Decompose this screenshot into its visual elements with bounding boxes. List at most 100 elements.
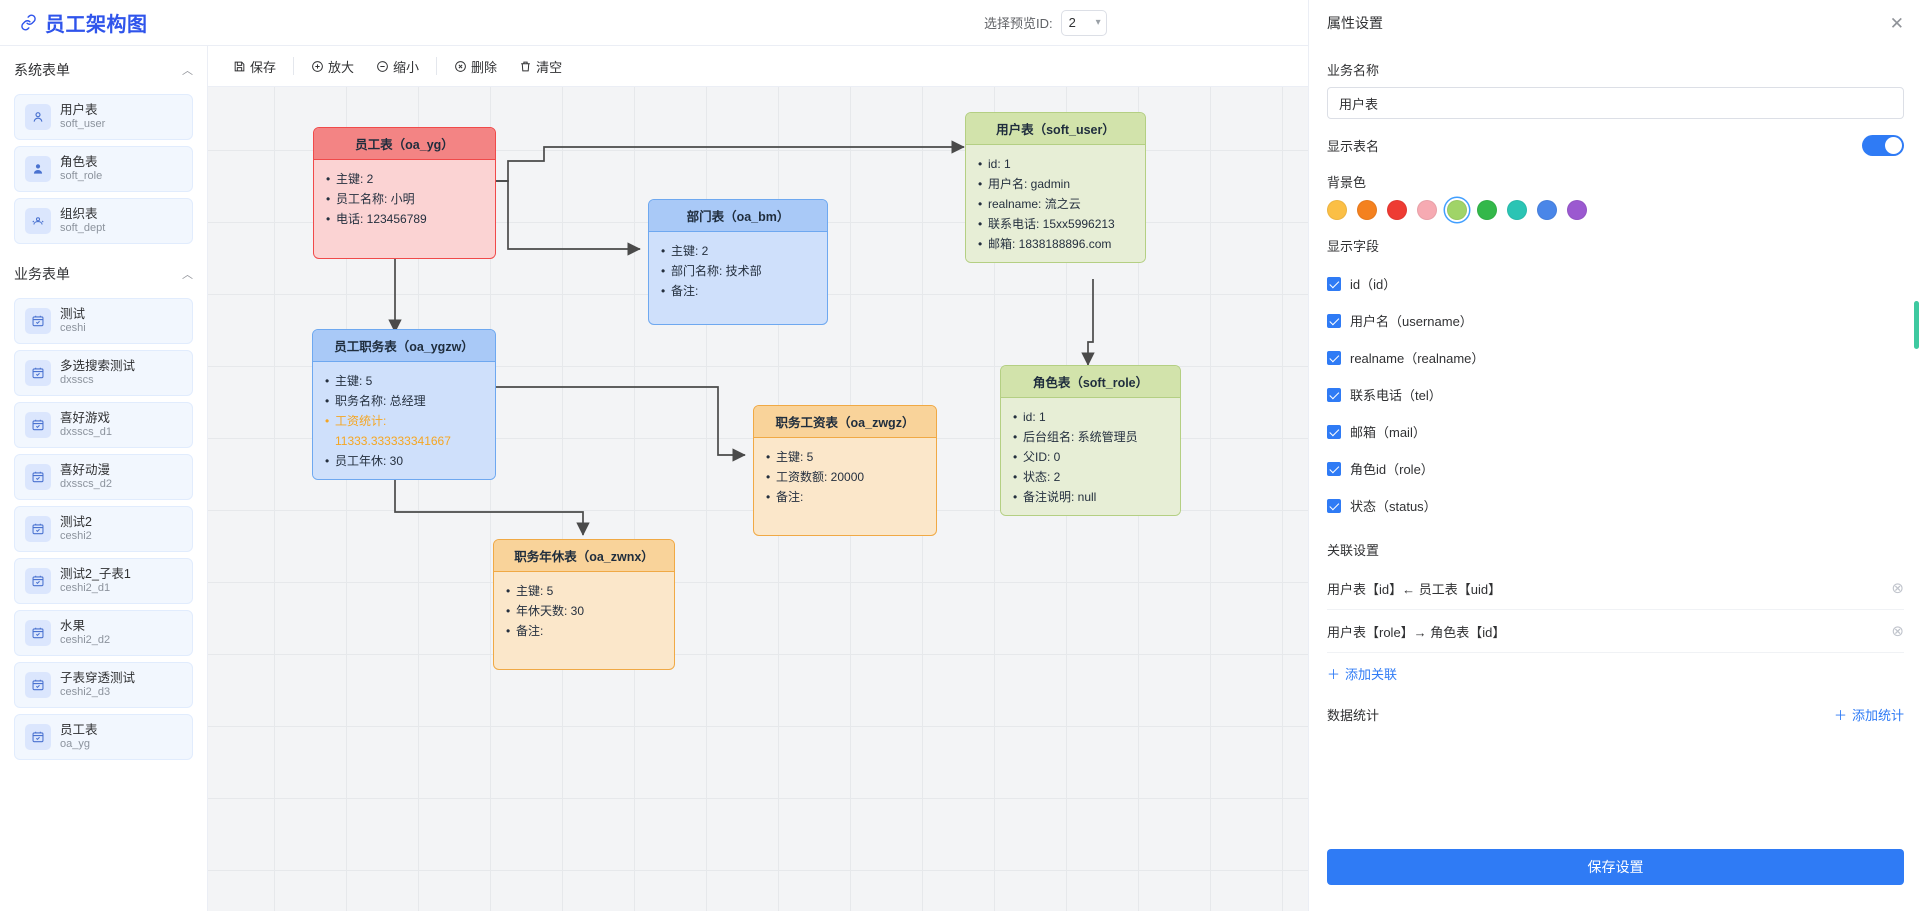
sidebar-group-business-header[interactable]: 业务表单 ︿ <box>14 250 193 298</box>
field-label: 用户名（username） <box>1350 314 1473 329</box>
node-title: 员工职务表（oa_ygzw） <box>313 330 495 362</box>
checkbox-icon[interactable] <box>1327 313 1341 328</box>
clear-button[interactable]: 清空 <box>508 53 573 79</box>
save-icon <box>234 61 245 71</box>
node-field-row: 员工年休: 30 <box>325 451 483 471</box>
diagram-node-oa-yg[interactable]: 员工表（oa_yg）主键: 2员工名称: 小明电话: 123456789 <box>312 126 496 259</box>
sidebar-item-soft-user[interactable]: 用户表 soft_user <box>14 94 193 140</box>
node-field-row: 状态: 2 <box>1013 467 1168 487</box>
field-checkbox-row-3[interactable]: 联系电话（tel） <box>1327 376 1904 413</box>
close-icon[interactable]: ✕ <box>1889 13 1904 33</box>
sidebar-item-soft-dept[interactable]: 组织表 soft_dept <box>14 198 193 244</box>
close-circle-icon[interactable]: ⊗ <box>1891 623 1904 640</box>
form-icon <box>25 672 51 698</box>
relations-section: 关联设置 用户表【id】← 员工表【uid】⊗用户表【role】→ 角色表【id… <box>1327 540 1904 683</box>
zoom-in-button-label: 放大 <box>328 59 355 75</box>
field-checkbox-row-1[interactable]: 用户名（username） <box>1327 302 1904 339</box>
preview-id-select[interactable]: 2 ▾ <box>1060 9 1107 36</box>
node-field-row: 部门名称: 技术部 <box>661 261 815 281</box>
color-swatch-0[interactable] <box>1327 200 1347 220</box>
show-table-name-row: 显示表名 <box>1327 135 1904 156</box>
color-swatch-6[interactable] <box>1507 200 1527 220</box>
show-table-name-toggle[interactable] <box>1862 135 1904 156</box>
field-checkbox-row-2[interactable]: realname（realname） <box>1327 339 1904 376</box>
color-swatch-3[interactable] <box>1417 200 1437 220</box>
diagram-node-oa-ygzw[interactable]: 员工职务表（oa_ygzw）主键: 5职务名称: 总经理工资统计:11333.3… <box>312 329 496 480</box>
node-field-row: 工资数额: 20000 <box>766 467 924 487</box>
delete-button[interactable]: 删除 <box>443 53 508 79</box>
sidebar-item-code: dxsscs_d2 <box>60 477 112 490</box>
sidebar-item-code: oa_yg <box>60 737 90 750</box>
preview-id-selector: 选择预览ID: 2 ▾ <box>984 9 1107 36</box>
top-bar: 员工架构图 选择预览ID: 2 ▾ 属性设置 ✕ <box>0 0 1920 46</box>
data-stats-label: 数据统计 <box>1327 708 1380 723</box>
form-icon <box>25 620 51 646</box>
brand: 员工架构图 <box>0 8 148 37</box>
save-button[interactable]: 保存 <box>222 53 287 79</box>
close-circle-icon[interactable]: ⊗ <box>1891 580 1904 597</box>
field-checkbox-row-0[interactable]: id（id） <box>1327 265 1904 302</box>
node-field-row: 主键: 5 <box>766 447 924 467</box>
diagram-node-oa-bm[interactable]: 部门表（oa_bm）主键: 2部门名称: 技术部备注: <box>648 199 828 325</box>
color-swatch-8[interactable] <box>1567 200 1587 220</box>
panel-scrollbar[interactable] <box>1914 301 1919 349</box>
node-field-row: id: 1 <box>1013 407 1168 427</box>
sidebar-item-soft-role[interactable]: 角色表 soft_role <box>14 146 193 192</box>
user-outline-icon <box>25 104 51 130</box>
zoom-in-button[interactable]: 放大 <box>300 53 365 79</box>
field-label: id（id） <box>1350 277 1397 292</box>
plus-icon: ＋ <box>1833 708 1847 723</box>
color-swatch-1[interactable] <box>1357 200 1377 220</box>
color-swatch-7[interactable] <box>1537 200 1557 220</box>
zoom-out-button[interactable]: 缩小 <box>365 53 430 79</box>
checkbox-icon[interactable] <box>1327 387 1341 402</box>
checkbox-icon[interactable] <box>1327 461 1341 476</box>
checkbox-icon[interactable] <box>1327 498 1341 513</box>
relation-row-0: 用户表【id】← 员工表【uid】 ⊗ <box>1327 567 1904 610</box>
checkbox-icon[interactable] <box>1327 350 1341 365</box>
link-icon <box>20 14 37 31</box>
node-body: 主键: 5年休天数: 30备注: <box>494 572 674 649</box>
color-swatch-2[interactable] <box>1387 200 1407 220</box>
color-swatch-4[interactable] <box>1447 200 1467 220</box>
field-checkbox-row-6[interactable]: 状态（status） <box>1327 487 1904 524</box>
diagram-node-soft-role[interactable]: 角色表（soft_role）id: 1后台组名: 系统管理员父ID: 0状态: … <box>1000 365 1181 516</box>
sidebar-item-name: 子表穿透测试 <box>60 671 136 686</box>
sidebar-group-system-header[interactable]: 系统表单 ︿ <box>14 46 193 94</box>
business-name-input[interactable] <box>1327 87 1904 119</box>
sidebar-item-texts: 组织表 soft_dept <box>60 207 105 234</box>
sidebar-item-name: 员工表 <box>60 723 98 738</box>
add-relation-button[interactable]: ＋ 添加关联 <box>1327 664 1904 683</box>
sidebar-item-name: 水果 <box>60 619 86 634</box>
add-stats-button[interactable]: ＋ 添加统计 <box>1834 705 1904 724</box>
diagram-node-oa-zwnx[interactable]: 职务年休表（oa_zwnx）主键: 5年休天数: 30备注: <box>493 539 675 670</box>
sidebar-item-code: ceshi2_d2 <box>60 633 111 646</box>
field-checkbox-row-4[interactable]: 邮箱（mail） <box>1327 413 1904 450</box>
node-body: 主键: 2员工名称: 小明电话: 123456789 <box>313 159 495 237</box>
diagram-node-soft-user[interactable]: 用户表（soft_user）id: 1用户名: gadminrealname: … <box>965 112 1146 263</box>
diagram-node-oa-zwgz[interactable]: 职务工资表（oa_zwgz）主键: 5工资数额: 20000备注: <box>753 404 937 536</box>
field-label: 联系电话（tel） <box>1350 388 1442 403</box>
color-swatch-5[interactable] <box>1477 200 1497 220</box>
relation-text: 用户表【role】→ 角色表【id】 <box>1327 624 1506 640</box>
node-field-row: 电话: 123456789 <box>326 209 483 229</box>
bg-color-swatches <box>1327 200 1904 220</box>
checkbox-icon[interactable] <box>1327 276 1341 291</box>
checkbox-icon[interactable] <box>1327 424 1341 439</box>
relation-text: 用户表【id】← 员工表【uid】 <box>1327 581 1502 597</box>
diagram-canvas[interactable]: 员工表（oa_yg）主键: 2员工名称: 小明电话: 123456789 部门表（… <box>208 87 1308 911</box>
zoom-out-icon <box>377 60 388 72</box>
save-settings-button[interactable]: 保存设置 <box>1327 849 1904 885</box>
field-checkbox-row-5[interactable]: 角色id（role） <box>1327 450 1904 487</box>
